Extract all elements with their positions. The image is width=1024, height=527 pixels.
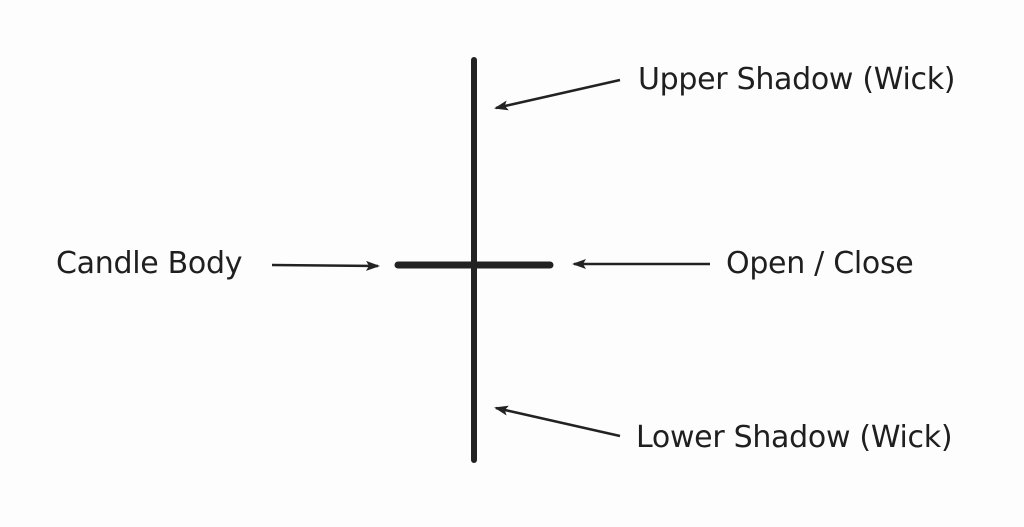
candle-body-arrow: [271, 260, 380, 271]
candle-body-label: Candle Body: [56, 246, 243, 281]
lower-shadow-label: Lower Shadow (Wick): [636, 420, 953, 455]
upper-shadow-label: Upper Shadow (Wick): [638, 62, 956, 97]
lower-shadow-arrow: [494, 405, 621, 438]
upper-shadow-arrow: [494, 78, 621, 111]
open-close-label: Open / Close: [726, 246, 914, 281]
